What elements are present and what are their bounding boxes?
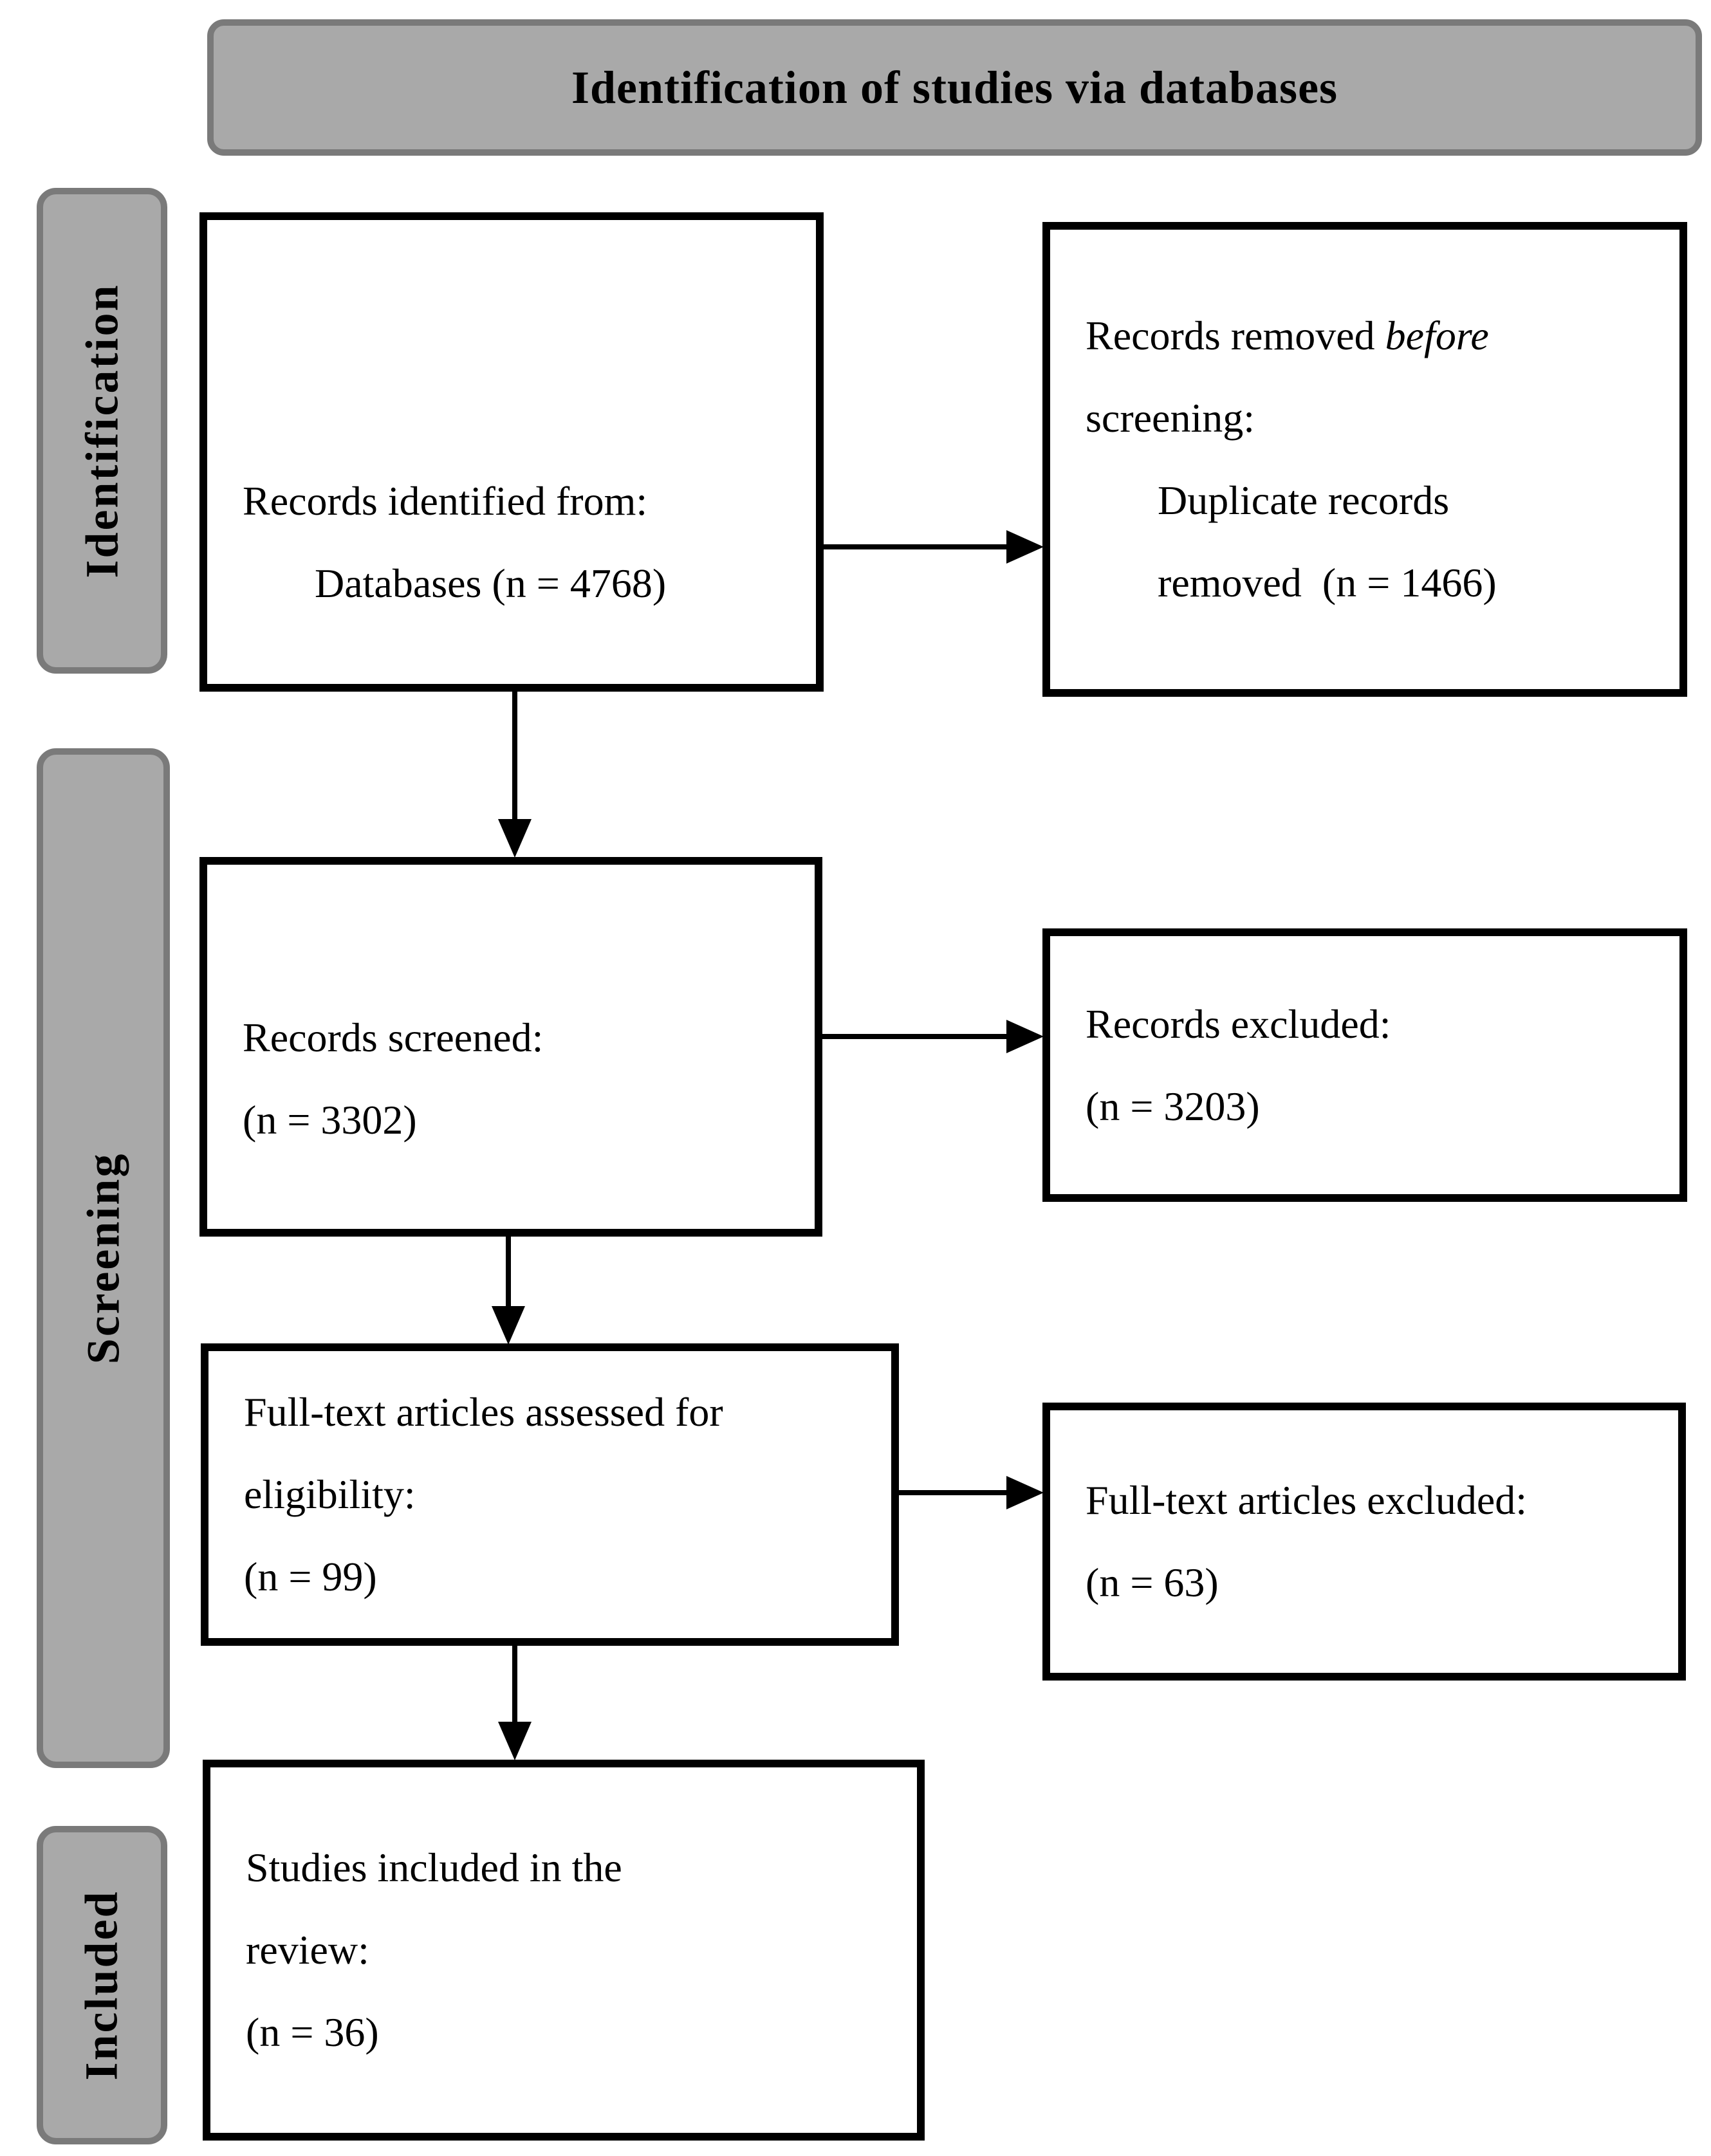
arrow-assessed-to-ftexcluded-line [898, 1490, 1009, 1495]
box-line-text: Records removed [1086, 313, 1385, 358]
box-line: Full-text articles assessed for [244, 1389, 723, 1435]
box-records-removed-before-screening: Records removed before screening: Duplic… [1042, 222, 1687, 697]
box-fulltext-excluded: Full-text articles excluded: (n = 63) [1042, 1403, 1686, 1681]
arrow-right-icon [1006, 530, 1044, 564]
box-line: Studies included in the [246, 1845, 622, 1890]
box-line: Databases (n = 4768) [315, 560, 667, 606]
box-line: review: [246, 1927, 369, 1973]
box-studies-included: Studies included in the review: (n = 36) [203, 1760, 925, 2141]
box-line: (n = 63) [1086, 1560, 1219, 1605]
arrow-down-icon [492, 1306, 525, 1345]
arrow-down-icon [498, 1722, 532, 1760]
stage-label-screening: Screening [37, 748, 170, 1768]
box-line: Full-text articles excluded: [1086, 1477, 1527, 1523]
box-line: eligibility: [244, 1471, 416, 1517]
box-records-screened: Records screened: (n = 3302) [199, 857, 822, 1237]
stage-label-included: Included [37, 1826, 167, 2144]
box-line: Records identified from: [243, 477, 648, 524]
box-line: (n = 99) [244, 1554, 377, 1599]
arrow-assessed-to-included-line [512, 1646, 517, 1723]
stage-label-identification-text: Identification [76, 283, 128, 578]
box-records-excluded: Records excluded: (n = 3203) [1042, 928, 1687, 1202]
stage-label-included-text: Included [76, 1890, 128, 2081]
box-line-italic-text: before [1385, 313, 1489, 358]
box-line: Records screened: [243, 1015, 544, 1060]
arrow-right-icon [1006, 1476, 1044, 1509]
box-line: Duplicate records [1158, 477, 1450, 523]
arrow-identified-to-screened-line [512, 692, 517, 820]
box-line: (n = 36) [246, 2009, 379, 2055]
box-line: screening: [1086, 395, 1255, 441]
arrow-down-icon [498, 819, 532, 858]
box-line: removed (n = 1466) [1158, 560, 1497, 605]
box-line: Records excluded: [1086, 1000, 1391, 1047]
stage-label-identification: Identification [37, 188, 167, 674]
title-banner: Identification of studies via databases [207, 19, 1702, 156]
box-line: (n = 3302) [243, 1097, 417, 1143]
box-fulltext-assessed: Full-text articles assessed for eligibil… [201, 1343, 899, 1646]
title-banner-label: Identification of studies via databases [571, 61, 1338, 113]
arrow-screened-to-excluded-line [821, 1034, 1009, 1039]
arrow-right-icon [1006, 1020, 1044, 1053]
box-line: (n = 3203) [1086, 1083, 1260, 1129]
box-line: Records removed before [1086, 295, 1660, 377]
box-records-identified: Records identified from: Databases (n = … [199, 212, 824, 692]
arrow-identified-to-removed-line [824, 544, 1009, 549]
stage-label-screening-text: Screening [77, 1152, 129, 1365]
arrow-screened-to-assessed-line [506, 1237, 511, 1307]
